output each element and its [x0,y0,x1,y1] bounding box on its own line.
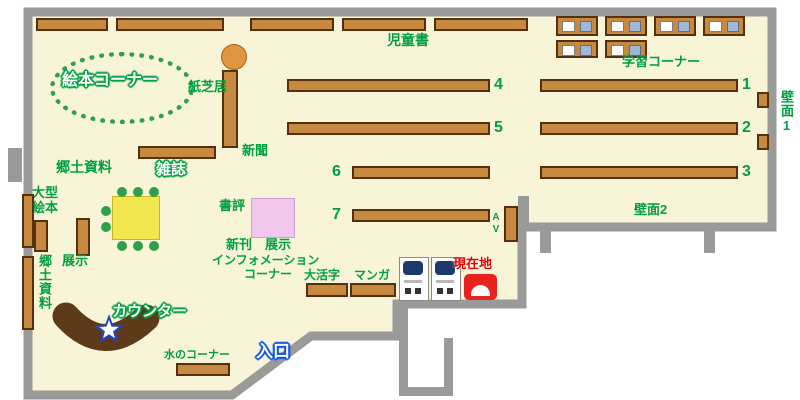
study-desk [605,40,647,58]
label-local-materials: 郷土資料 [56,159,112,175]
label-new-arrivals: 新刊 展示 [226,237,292,252]
bookshelf-6 [352,166,490,179]
bookshelf-3 [540,166,738,179]
bookshelf [434,18,528,31]
water-corner-shelf [176,363,230,376]
bookshelf-4 [287,79,490,92]
chair-dot [133,241,143,251]
kamishibai-shelf [222,70,238,148]
bookshelf [342,18,426,31]
label-entrance: 入口 [256,342,290,361]
shelf-number-4: 4 [494,76,503,93]
current-location-marker [464,274,497,300]
chair-dot [149,187,159,197]
bookshelf-7 [352,209,490,222]
bookshelf-2 [540,122,738,135]
label-wall-2: 壁面2 [634,202,668,217]
bookshelf [116,18,224,31]
label-information-line2: コーナー [244,267,293,281]
picture-book-corner-seating [50,52,194,124]
shelf-number-7: 7 [332,206,341,223]
label-magazines: 雑誌 [156,161,187,178]
shelf-number-1: 1 [742,76,751,93]
chair-dot [117,241,127,251]
label-children-books: 児童書 [387,32,429,48]
label-water-corner: 水のコーナー [164,349,230,361]
bookshelf-1 [540,79,738,92]
display-shelf [76,218,90,256]
label-picture-book-corner: 絵本コーナー [62,72,159,89]
wall-shelf [22,256,34,330]
shelf-number-2: 2 [742,119,751,136]
kiosk-machine [431,257,461,301]
study-desk [556,40,598,58]
chair-dot [133,187,143,197]
study-desk [703,16,745,36]
wall-shelf [757,134,769,150]
wall-shelf [22,194,34,248]
study-desk [605,16,647,36]
new-books-display-table [251,198,295,238]
wall-shelf [757,92,769,108]
label-wall-1: 壁面1 [778,90,794,134]
kamishibai-stool [221,44,247,70]
service-star-icon [94,314,124,343]
study-desk [654,16,696,36]
bookshelf [250,18,334,31]
label-local-materials-side: 郷土資料 [36,254,52,310]
bookshelf [36,18,108,31]
study-desk [556,16,598,36]
label-current-location: 現在地 [453,256,493,271]
magazine-shelf [138,146,216,159]
shelf-number-3: 3 [742,163,751,180]
label-large-print: 大活字 [304,268,341,282]
manga-shelf [350,283,396,297]
label-display: 展示 [62,253,89,268]
label-large-picture-books: 大型 絵本 [32,185,59,215]
kiosk-screen [403,261,423,275]
wall-segments [8,148,715,396]
chair-dot [101,222,111,232]
label-information-line1: インフォメーション [212,253,320,267]
large-print-shelf [306,283,348,297]
label-manga: マンガ [354,268,391,282]
label-newspaper: 新聞 [242,143,269,158]
label-study-corner: 学習コーナー [622,54,701,69]
label-counter: カウンター [112,303,188,320]
label-av: AV [490,212,502,236]
av-shelf [504,206,518,242]
chair-dot [101,206,111,216]
chair-dot [149,241,159,251]
label-book-review: 書評 [219,198,246,213]
label-kamishibai: 紙芝居 [188,79,228,94]
location-arch-icon [471,285,490,296]
chair-dot [117,187,127,197]
shelf-number-6: 6 [332,163,341,180]
shelf-number-5: 5 [494,119,503,136]
floor-outline [23,7,777,400]
kiosk-machine [399,257,429,301]
bookshelf-5 [287,122,490,135]
bookshelf [34,220,48,252]
reading-table [112,196,160,240]
kiosk-screen [435,261,455,275]
